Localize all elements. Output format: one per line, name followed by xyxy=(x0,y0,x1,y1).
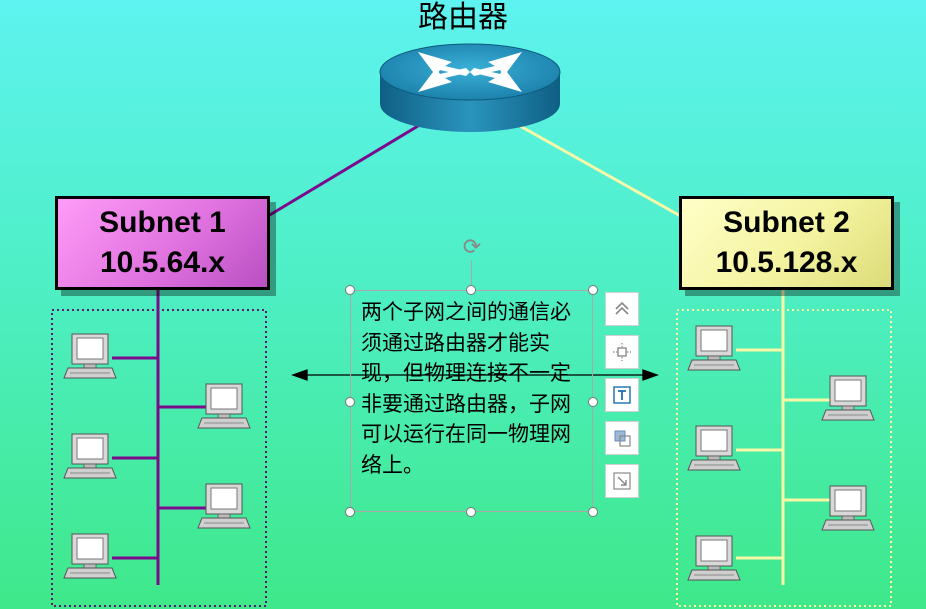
pc-icon xyxy=(821,375,875,421)
pc-icon xyxy=(687,425,741,471)
resize-icon[interactable] xyxy=(605,464,639,498)
resize-handle-top-right[interactable] xyxy=(588,285,598,295)
subnet1-box[interactable]: Subnet 1 10.5.64.x xyxy=(55,196,270,290)
router-label: 路由器 xyxy=(418,0,508,35)
bring-forward-icon[interactable] xyxy=(605,292,639,326)
note-text[interactable]: 两个子网之间的通信必须通过路由器才能实现，但物理连接不一定非要通过路由器，子网可… xyxy=(361,300,571,477)
router-icon xyxy=(379,43,561,132)
arrange-icon[interactable] xyxy=(605,421,639,455)
subnet1-address: 10.5.64.x xyxy=(99,246,226,279)
subnet2-address: 10.5.128.x xyxy=(715,246,858,279)
link-router-subnet2 xyxy=(519,124,685,220)
pc-icon xyxy=(63,533,117,579)
rotate-icon[interactable]: ⟳ xyxy=(462,235,482,260)
resize-handle-bottom-right[interactable] xyxy=(588,507,598,517)
pc-icon xyxy=(197,483,251,529)
subnet2-box[interactable]: Subnet 2 10.5.128.x xyxy=(679,196,894,290)
double-arrow xyxy=(291,369,659,381)
pc-icon xyxy=(197,383,251,429)
link-router-subnet1 xyxy=(267,124,419,218)
pc-icon xyxy=(821,485,875,531)
align-icon[interactable] xyxy=(605,335,639,369)
pc-icon xyxy=(63,333,117,379)
resize-handle-top[interactable] xyxy=(466,285,476,295)
pc-icon xyxy=(687,325,741,371)
subnet1-name: Subnet 1 xyxy=(99,206,226,239)
resize-handle-bottom-left[interactable] xyxy=(345,507,355,517)
resize-handle-top-left[interactable] xyxy=(345,285,355,295)
pc-icon xyxy=(687,535,741,581)
note-textbox[interactable]: 两个子网之间的通信必须通过路由器才能实现，但物理连接不一定非要通过路由器，子网可… xyxy=(350,290,593,512)
pc-icon xyxy=(63,433,117,479)
resize-handle-bottom[interactable] xyxy=(466,507,476,517)
resize-handle-left[interactable] xyxy=(345,397,355,407)
subnet2-name: Subnet 2 xyxy=(723,206,850,239)
resize-handle-right[interactable] xyxy=(588,397,598,407)
rotate-stem xyxy=(471,260,472,290)
text-wrap-icon[interactable] xyxy=(605,378,639,412)
